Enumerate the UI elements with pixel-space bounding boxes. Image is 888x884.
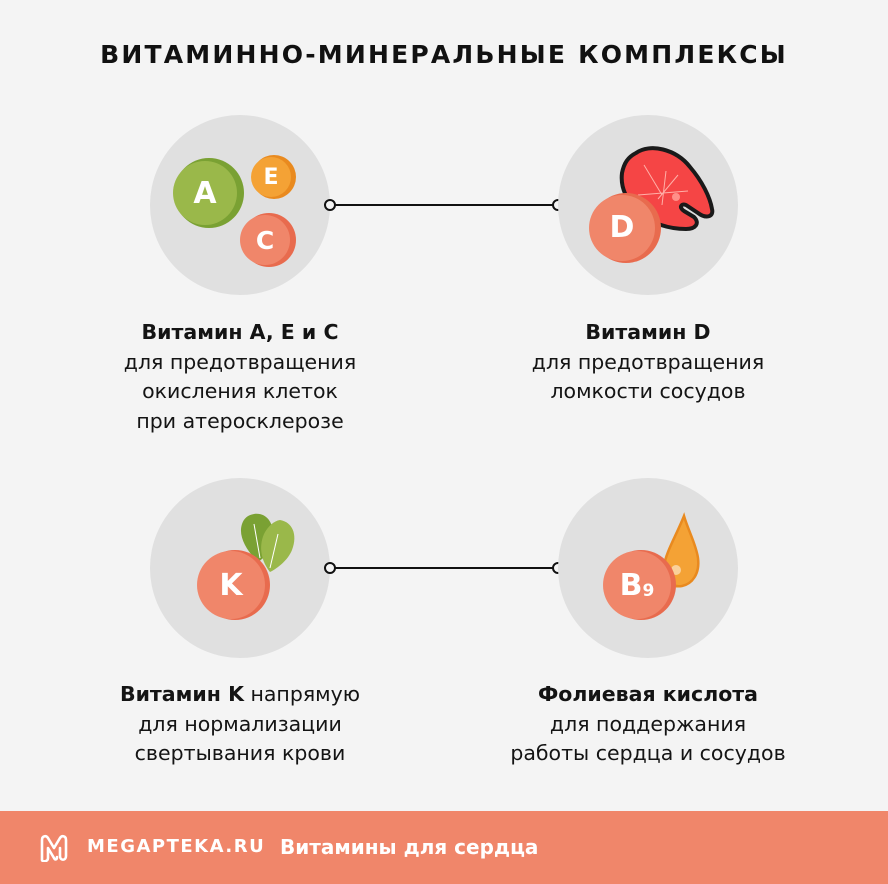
leaves-icon: [240, 513, 295, 572]
caption-heading: Витамин A, E и C: [141, 320, 339, 344]
vitamin-k-pill-icon: [197, 550, 270, 620]
drop-icon: [662, 512, 700, 588]
caption-line: для поддержания: [549, 711, 747, 736]
badge-a: A: [193, 175, 217, 211]
connector-dot-left-bottom: [324, 562, 336, 574]
caption-vitamin-d: Витамин D для предотвращения ломкости со…: [498, 318, 798, 407]
folic-acid-pill-icon: [603, 550, 676, 620]
badge-d: D: [609, 209, 635, 245]
caption-line: окисления клеток: [142, 379, 338, 403]
brand-name: MEGAPTEKA.RU: [87, 836, 266, 857]
badge-b9-subscript: 9: [642, 581, 655, 601]
caption-line: для нормализации: [138, 711, 342, 736]
connector-line-top: [332, 204, 556, 206]
caption-heading: Витамин D: [585, 320, 711, 344]
badge-k: K: [219, 567, 243, 603]
vitamin-pills-icon: [173, 155, 296, 267]
caption-line: для предотвращения: [531, 349, 765, 374]
footer-subtitle: Витамины для сердца: [280, 835, 539, 859]
caption-folic-acid: Фолиевая кислота для поддержания работы …: [478, 680, 818, 769]
caption-vitamin-aec: Витамин A, E и C для предотвращения окис…: [90, 318, 390, 436]
caption-line: при атеросклерозе: [136, 408, 344, 433]
connector-dot-left-top: [324, 199, 336, 211]
caption-line: работы сердца и сосудов: [510, 741, 786, 765]
megapteka-logo-icon: [40, 834, 68, 862]
badge-c: C: [255, 225, 275, 255]
caption-heading-suffix: напрямую: [243, 682, 361, 706]
caption-line: ломкости сосудов: [550, 379, 746, 403]
vitamin-d-pill-icon: [589, 193, 661, 263]
connector-line-bottom: [332, 567, 556, 569]
caption-vitamin-k: Витамин K напрямую для нормализации свер…: [80, 680, 400, 769]
badge-b9-letter: B: [619, 567, 643, 603]
page-title: ВИТАМИННО-МИНЕРАЛЬНЫЕ КОМПЛЕКСЫ: [100, 40, 788, 69]
badge-e: E: [263, 164, 279, 190]
footer-bar: MEGAPTEKA.RU Витамины для сердца: [0, 811, 888, 884]
caption-line: свертывания крови: [134, 741, 346, 765]
caption-line: для предотвращения: [123, 349, 357, 374]
caption-heading: Витамин K: [119, 682, 244, 706]
caption-heading: Фолиевая кислота: [537, 682, 759, 706]
